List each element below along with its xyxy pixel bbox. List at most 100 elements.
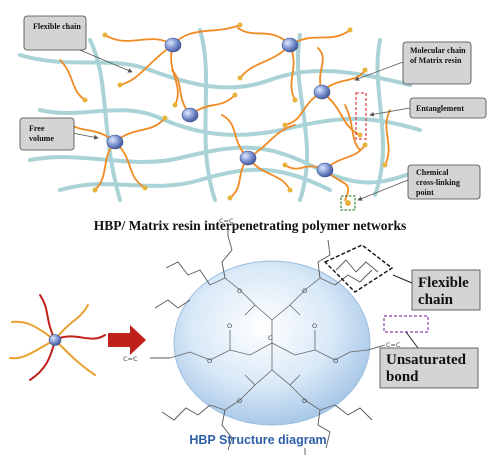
hbp-node — [164, 37, 182, 53]
hbp-node — [106, 134, 124, 150]
hbp-node — [181, 107, 199, 123]
matrix-chain — [18, 53, 412, 90]
crosslink-dot — [162, 115, 168, 121]
callout-line: Free — [29, 124, 45, 133]
alkyl-chain — [317, 239, 331, 279]
callout-leaders — [71, 49, 411, 201]
alkyl-chain — [165, 261, 211, 286]
vinyl-label: C=C — [123, 355, 138, 363]
oxygen-label: O — [302, 397, 307, 405]
leader-line — [369, 107, 411, 117]
hbp-chain — [104, 34, 174, 46]
crosslink-dot — [232, 92, 238, 98]
vinyl-label: C=C — [386, 341, 401, 349]
bond — [271, 342, 336, 361]
leader-line — [405, 331, 419, 349]
transform-arrow — [108, 325, 146, 355]
callout-line: Flexible — [418, 275, 469, 291]
oxygen-label: O — [312, 322, 317, 330]
hbp-arm — [54, 304, 89, 341]
crosslink-highlight-box — [340, 195, 356, 211]
hbp-chain — [321, 91, 361, 136]
crosslink-dot — [287, 187, 293, 193]
arrow-shaft — [108, 333, 130, 347]
oxygen-label: O — [227, 322, 232, 330]
arrow-head — [130, 325, 146, 355]
vinyl-label: C=C — [219, 217, 234, 225]
callout-line: Unsaturated — [386, 352, 467, 368]
crosslink-dot — [82, 97, 88, 103]
hbp-atom-labels: O O O O O O O O C — [207, 287, 338, 405]
outer-alkyl-chains — [154, 235, 373, 451]
callout-line: Flexible chain — [33, 22, 81, 31]
alkyl-chain — [334, 269, 373, 286]
alkyl-chain — [335, 259, 379, 273]
hbp-node — [239, 150, 257, 166]
callout-line: Molecular chain — [410, 46, 466, 55]
matrix-resin-chains — [18, 28, 422, 202]
bond — [244, 374, 256, 386]
hbp-chain — [59, 59, 86, 101]
crosslink-dot — [362, 67, 368, 73]
crosslink-dot — [362, 142, 368, 148]
crosslink-dot — [282, 162, 288, 168]
hbp-chain — [114, 141, 146, 189]
hbp-chain — [170, 44, 179, 106]
hbp-core-node — [48, 334, 62, 346]
crosslink-dot — [142, 185, 148, 191]
callout-box — [409, 97, 487, 119]
hbp-arm — [9, 339, 56, 360]
crosslink-dot — [117, 82, 123, 88]
leader-line — [357, 179, 409, 201]
hbp-node — [281, 37, 299, 53]
hbp-node — [316, 162, 334, 178]
flexible-chain-box — [323, 244, 394, 293]
crosslink-dot — [292, 97, 298, 103]
callout-box — [379, 347, 479, 389]
crosslink-dot — [92, 187, 98, 193]
callout-text: Flexible chain — [33, 22, 81, 31]
matrix-chain — [198, 28, 217, 202]
callout-box — [19, 117, 75, 151]
bond — [239, 343, 273, 401]
oxygen-label: O — [302, 287, 307, 295]
crosslink-dot — [227, 195, 233, 201]
hbp-arm — [54, 339, 96, 376]
hbp-chain — [114, 117, 166, 143]
hbp-chain — [239, 44, 291, 79]
entanglement-highlight-box — [355, 92, 367, 140]
hbp-chain — [172, 24, 241, 46]
crosslink-dot — [237, 22, 243, 28]
hbp-arm — [54, 334, 106, 341]
matrix-chain — [58, 167, 332, 192]
callout-line: cross-linking — [416, 178, 460, 187]
leader-line — [354, 61, 404, 81]
bond — [239, 289, 273, 343]
network-caption: HBP/ Matrix resin interpenetrating polym… — [94, 218, 407, 233]
oxygen-label: O — [207, 357, 212, 365]
oxygen-label: O — [333, 357, 338, 365]
matrix-chain — [295, 33, 309, 202]
matrix-chain — [38, 108, 422, 137]
callout-box — [407, 164, 481, 200]
matrix-chain — [88, 38, 122, 202]
bond — [244, 304, 256, 316]
crosslink-dot — [172, 102, 178, 108]
callout-line: volume — [29, 134, 54, 143]
crosslink-dot — [347, 27, 353, 33]
callout-box — [411, 269, 481, 311]
alkyl-chain — [161, 404, 211, 421]
alkyl-chain — [317, 409, 331, 449]
alkyl-chain — [334, 404, 373, 421]
hbp-nodes — [106, 37, 334, 178]
callout-line: chain — [418, 292, 454, 308]
crosslink-dot — [345, 200, 351, 206]
oxygen-label: O — [237, 287, 242, 295]
hbp-arm — [39, 294, 56, 341]
callout-flexible-chain: Flexible chain — [23, 15, 87, 51]
